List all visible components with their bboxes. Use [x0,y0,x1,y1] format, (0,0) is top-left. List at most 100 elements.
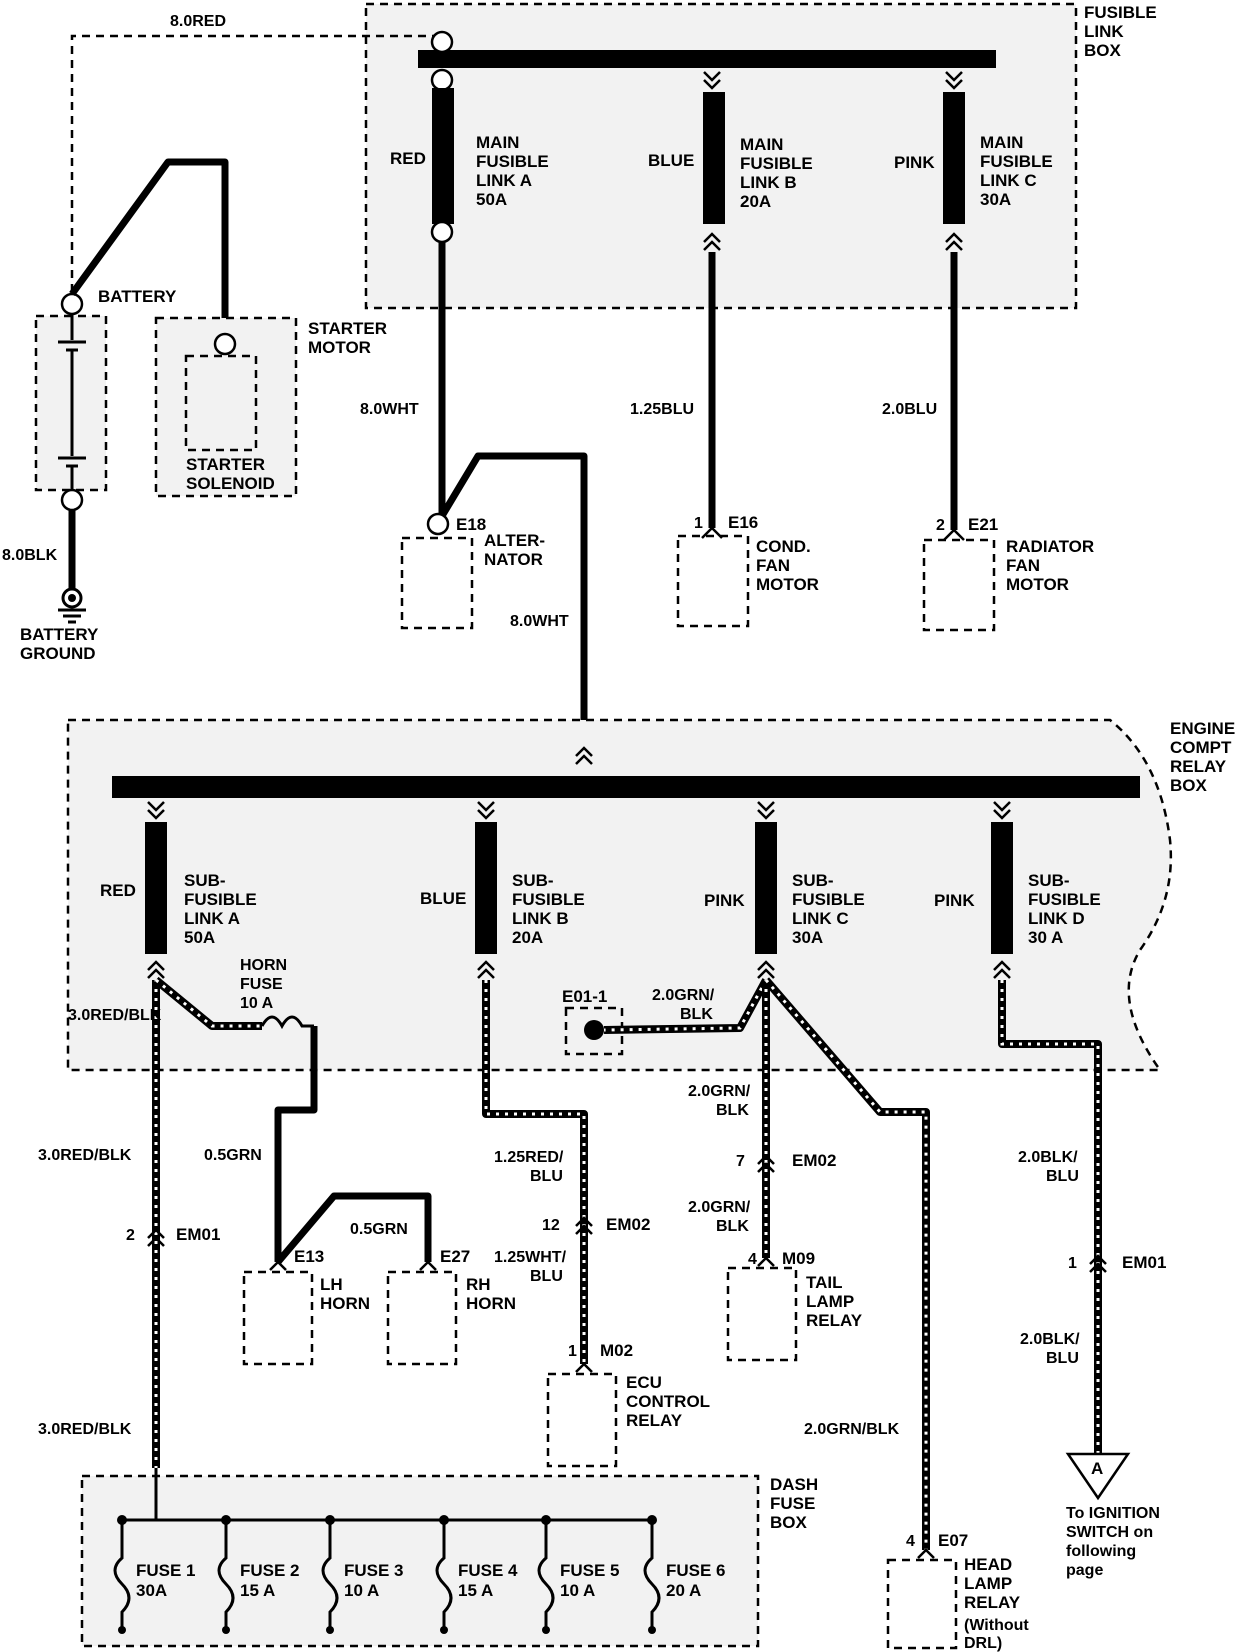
sub-link-a-name-3: LINK A [184,909,240,928]
ignition-text-3: following [1066,1543,1136,1560]
sub-link-d [991,822,1013,954]
fuse-symbol [113,1520,131,1630]
main-link-b-name-1: MAIN [740,135,783,154]
top-wire-label: 8.0RED [170,13,226,30]
em01-right-connector [1089,1254,1107,1273]
tail-lamp-pin: 4 [748,1251,757,1268]
sub-link-d-bottom-connector [993,960,1011,979]
radiator-fan-name-3: MOTOR [1006,575,1069,594]
sub-link-b-top-connector [477,801,495,820]
whtblu-label-1: 1.25WHT/ [494,1249,567,1266]
fuse-rating: 15 A [240,1581,275,1600]
main-link-c-name-1: MAIN [980,133,1023,152]
sub-link-b [475,822,497,954]
grnblk-label-b1: 2.0GRN/ [688,1083,751,1100]
fuse-terminal-dot [118,1626,126,1634]
dash-fuse-box-label-3: BOX [770,1513,808,1532]
dash-fuse-bus [122,1468,652,1522]
ignition-marker-letter: A [1091,1459,1103,1478]
ecu-relay-name-3: RELAY [626,1411,683,1430]
fuse-terminal-dot [326,1626,334,1634]
main-link-c [943,92,965,224]
head-lamp-name-3: RELAY [964,1593,1021,1612]
sub-link-c-top-connector [757,801,775,820]
cond-fan-name-2: FAN [756,556,790,575]
redblk-label-3: 3.0RED/BLK [38,1421,132,1438]
radiator-fan-name-1: RADIATOR [1006,537,1094,556]
sub-link-a [145,822,167,954]
link-a-top-terminal [430,68,454,92]
sub-link-a-name-4: 50A [184,928,215,947]
dash-fuse-box-label-2: FUSE [770,1494,815,1513]
fusible-link-box-label-1: FUSIBLE [1084,3,1157,22]
relay-box-label-2: COMPT [1170,738,1232,757]
fuse-4: FUSE 415 A [435,1515,518,1634]
main-link-b-color: BLUE [648,151,694,170]
em02-mid-conn: EM02 [606,1215,650,1234]
starter-motor-label-1: STARTER [308,319,387,338]
tail-lamp-box [726,1266,798,1362]
lh-horn-connector [269,1260,287,1271]
red-battery-wire [70,34,440,320]
fuse-2: FUSE 215 A [217,1515,300,1634]
fuse-terminal-dot [222,1626,230,1634]
fuse-symbol [321,1520,339,1630]
relay-box-label-3: RELAY [1170,757,1227,776]
rh-horn-name-2: HORN [466,1294,516,1313]
link-b-top-connector [703,71,721,90]
alternator-box [400,536,474,630]
em02-right-connector [757,1154,775,1173]
fuse-5: FUSE 510 A [537,1515,620,1634]
link-a-bottom-terminal [430,220,454,244]
em01-left-conn: EM01 [176,1225,220,1244]
alternator-name-2: NATOR [484,550,543,569]
blkblu-label-b2: BLU [1046,1350,1079,1367]
ecu-relay-pin: 1 [568,1343,577,1360]
main-link-a [432,88,454,224]
radiator-fan-connector [943,528,965,541]
sub-link-a-bottom-connector [147,960,165,979]
main-link-a-name-1: MAIN [476,133,519,152]
alternator-terminal [426,512,450,536]
blkblu-label-a1: 2.0BLK/ [1018,1149,1078,1166]
battery-wire-label: 8.0BLK [2,547,58,564]
grnblk-label-c1: 2.0GRN/ [688,1199,751,1216]
lh-horn-conn: E13 [294,1247,324,1266]
main-link-c-name-4: 30A [980,190,1011,209]
grnblk-label-a2: BLK [680,1006,713,1023]
relay-box-bus [112,776,1140,798]
em02-mid-connector [575,1216,593,1235]
starter-terminal [213,332,237,356]
head-lamp-name-1: HEAD [964,1555,1012,1574]
whtblu-label-2: BLU [530,1268,563,1285]
sub-link-a-name-2: FUSIBLE [184,890,257,909]
grnblk-label-c2: BLK [716,1218,749,1235]
em01-left-pin: 2 [126,1227,135,1244]
fuse-terminal-dot [648,1626,656,1634]
alternator-conn: E18 [456,515,486,534]
main-link-a-color: RED [390,149,426,168]
starter-solenoid-label-1: STARTER [186,455,265,474]
fuse-symbol [217,1520,235,1630]
grn-label-2: 0.5GRN [350,1221,408,1238]
sub-link-d-name-3: LINK D [1028,909,1085,928]
fuse-name: FUSE 5 [560,1561,620,1580]
sub-link-b-name-3: LINK B [512,909,569,928]
main-link-a-name-4: 50A [476,190,507,209]
link-c-bottom-connector [945,232,963,251]
ground-terminal-dot [68,594,76,602]
starter-motor-label-2: MOTOR [308,338,371,357]
em02-right-pin: 7 [736,1153,745,1170]
ecu-relay-connector [575,1362,593,1373]
starter-cable [69,158,229,334]
head-lamp-box [886,1558,958,1650]
redblk-label-1: 3.0RED/BLK [68,1007,162,1024]
head-lamp-conn: E07 [938,1531,968,1550]
fuse-rating: 15 A [458,1581,493,1600]
sub-link-a-top-connector [147,801,165,820]
ignition-text-1: To IGNITION [1066,1505,1160,1522]
battery-positive-terminal [60,292,84,316]
sub-link-b-name-1: SUB- [512,871,554,890]
